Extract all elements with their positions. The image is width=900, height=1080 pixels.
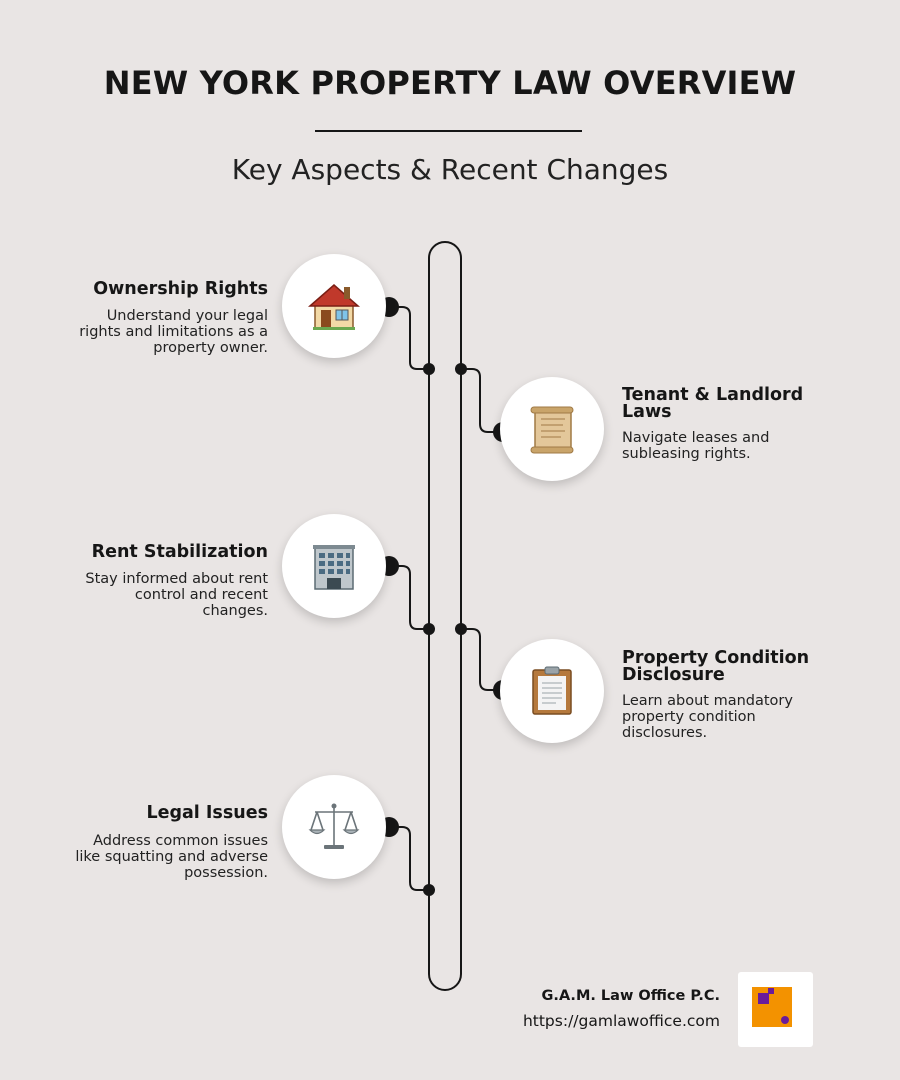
page-subtitle: Key Aspects & Recent Changes bbox=[231, 153, 669, 186]
rent-stabilization-title: Rent Stabilization bbox=[91, 542, 268, 562]
clipboard-icon bbox=[532, 666, 572, 715]
rent-stabilization-icon-circle bbox=[282, 514, 386, 618]
legal-issues-icon-circle bbox=[282, 775, 386, 879]
property-disclosure-description: Learn about mandatory property condition… bbox=[622, 693, 793, 741]
tenant-landlord-icon-circle bbox=[500, 377, 604, 481]
firm-name: G.A.M. Law Office P.C. bbox=[541, 988, 720, 1004]
timeline-track bbox=[428, 241, 462, 991]
track-dot-legal-issues bbox=[423, 884, 435, 896]
rent-stabilization-description: Stay informed about rent control and rec… bbox=[85, 571, 268, 619]
connector-ownership-rights bbox=[389, 306, 429, 370]
house-icon bbox=[308, 284, 360, 330]
track-dot-tenant-landlord bbox=[455, 363, 467, 375]
scroll-icon bbox=[530, 406, 574, 454]
firm-logo-container bbox=[738, 972, 813, 1047]
firm-url-link[interactable]: https://gamlawoffice.com bbox=[522, 1012, 720, 1030]
property-disclosure-icon-circle bbox=[500, 639, 604, 743]
property-disclosure-title: Property Condition Disclosure bbox=[622, 648, 810, 685]
connector-legal-issues bbox=[389, 826, 429, 891]
legal-issues-title: Legal Issues bbox=[146, 803, 268, 823]
tenant-landlord-description: Navigate leases and subleasing rights. bbox=[622, 430, 770, 462]
track-dot-rent-stabilization bbox=[423, 623, 435, 635]
ownership-rights-description: Understand your legal rights and limitat… bbox=[79, 308, 268, 356]
page-title: NEW YORK PROPERTY LAW OVERVIEW bbox=[103, 64, 797, 102]
office-building-icon bbox=[313, 545, 355, 590]
legal-issues-description: Address common issues like squatting and… bbox=[75, 833, 268, 881]
connector-property-disclosure bbox=[461, 628, 503, 691]
track-dot-ownership-rights bbox=[423, 363, 435, 375]
gam-logo-icon bbox=[752, 987, 792, 1027]
balance-scale-icon bbox=[308, 803, 360, 849]
title-divider bbox=[315, 130, 582, 132]
connector-rent-stabilization bbox=[389, 565, 429, 630]
track-dot-property-disclosure bbox=[455, 623, 467, 635]
ownership-rights-title: Ownership Rights bbox=[93, 279, 268, 299]
ownership-rights-icon-circle bbox=[282, 254, 386, 358]
tenant-landlord-title: Tenant & Landlord Laws bbox=[622, 385, 804, 422]
connector-tenant-landlord bbox=[461, 368, 503, 433]
